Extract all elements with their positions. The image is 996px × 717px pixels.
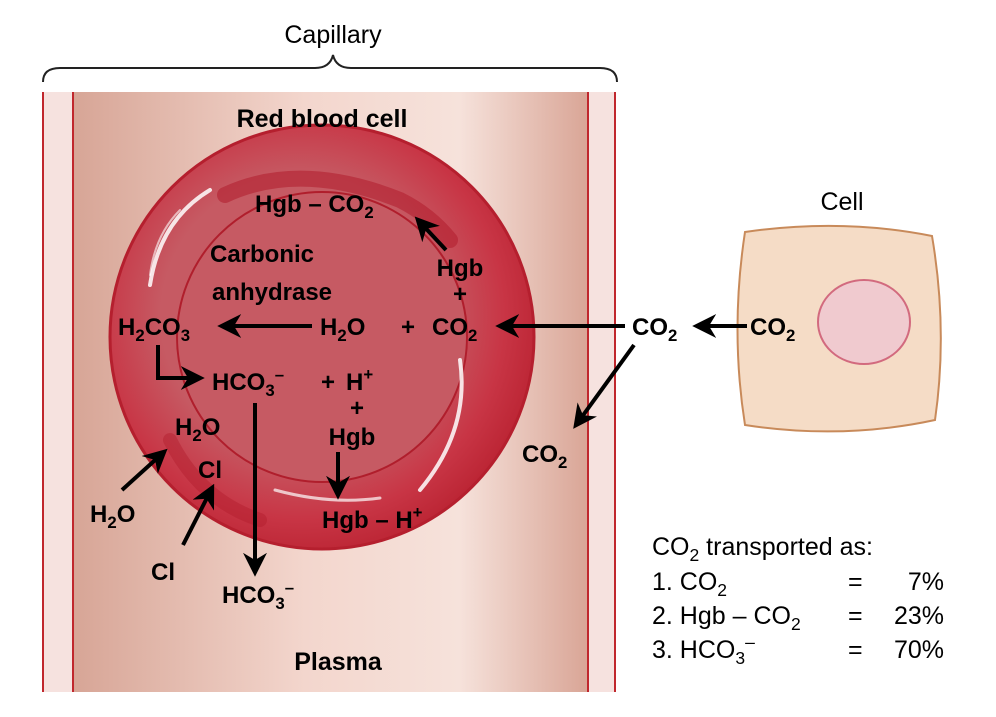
enzyme-line2: anhydrase [212, 279, 332, 306]
cl-plasma: Cl [151, 559, 175, 586]
capillary-label: Capillary [284, 21, 382, 49]
transport-row-value: 7% [908, 568, 944, 596]
hgb-co2-product: Hgb – CO2 [255, 191, 374, 222]
arrow-hgb-to-hgb-co2 [414, 216, 448, 252]
hgb-buffer: Hgb [329, 424, 376, 451]
transport-row-equals: = [848, 636, 863, 664]
co2-interstitial: CO2 [632, 314, 677, 345]
h2o-plasma: H2O [90, 501, 135, 532]
transport-row-label: 3. HCO3– [652, 632, 755, 668]
plus-h-hgb: + [350, 395, 364, 422]
arrow-h2o-in [120, 448, 168, 492]
co2-plasma: CO2 [522, 441, 567, 472]
h2o-inside: H2O [175, 414, 220, 445]
arrow-interstitial-to-plasma [573, 343, 636, 429]
transport-row-label: 2. Hgb – CO2 [652, 602, 801, 634]
co2-cell: CO2 [750, 314, 795, 345]
hco3-inside: HCO3– [212, 365, 284, 400]
reaction-arrows [120, 216, 747, 577]
hgb-h-product: Hgb – H+ [322, 503, 423, 534]
plus-hgb-co2: + [453, 281, 467, 308]
transport-summary: CO2 transported as: 1. CO2 = 7% 2. Hgb – CO… [652, 533, 944, 668]
hgb-reactant: Hgb [437, 255, 484, 282]
arrow-h2co3-to-hco3 [156, 345, 205, 390]
plus-h2o-co2: + [401, 314, 415, 341]
capillary-brace [42, 54, 618, 83]
transport-row-label: 1. CO2 [652, 568, 727, 600]
cl-inside: Cl [198, 457, 222, 484]
transport-row-equals: = [848, 602, 863, 630]
rbc-label: Red blood cell [237, 105, 408, 133]
transport-row-equals: = [848, 568, 863, 596]
co2-inside: CO2 [432, 314, 477, 345]
plasma-label: Plasma [294, 648, 383, 676]
plus-hco3-h: + [321, 369, 335, 396]
transport-row-value: 70% [894, 636, 944, 664]
hco3-plasma: HCO3– [222, 578, 294, 613]
h2co3: H2CO3 [118, 314, 190, 345]
transport-row-value: 23% [894, 602, 944, 630]
h-plus: H+ [346, 365, 373, 396]
transport-title: CO2 transported as: [652, 533, 873, 565]
arrow-cl-in [181, 483, 215, 546]
cell-label: Cell [820, 188, 863, 216]
h2o-reactant: H2O [320, 314, 365, 345]
cell-nucleus [817, 279, 911, 365]
enzyme-line1: Carbonic [210, 241, 314, 268]
